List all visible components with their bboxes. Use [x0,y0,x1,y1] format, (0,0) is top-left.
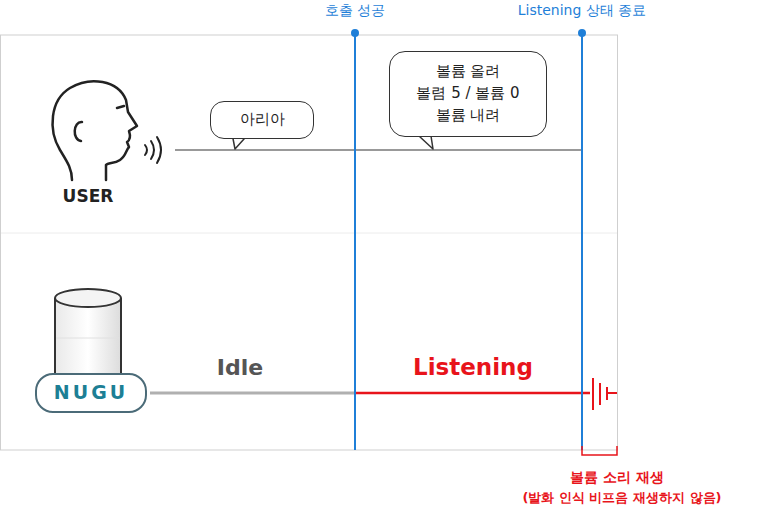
bubble-tail [419,136,433,149]
listening-line [355,392,590,395]
range-bracket [582,446,617,455]
state-label: Idle [217,355,263,380]
idle-line [150,392,355,395]
time-markers [351,29,586,450]
marker-label: 호출 성공 [325,2,385,20]
state-label: Listening [413,354,533,380]
node-text: 볼렴 5 / 볼륨 0 [416,83,519,105]
stop-symbol [593,378,617,410]
node-text: 아리아 [240,109,285,131]
note-text: (발화 인식 비프음 재생하지 않음) [523,489,722,507]
bubble-tail [233,138,245,149]
nugu-device [55,289,121,376]
panel [1,35,618,450]
node-text: NUGU [54,379,128,407]
node-text: 볼륨 내려 [436,105,501,127]
marker-label: Listening 상태 종료 [518,2,647,20]
row-divider [1,233,617,234]
speech-bubble: 볼륨 올려볼렴 5 / 볼륨 0볼륨 내려 [389,51,547,137]
node-text: 볼륨 올려 [436,61,501,83]
actor-label: USER [63,186,114,206]
speech-bubble: 아리아 [210,101,314,139]
sound-waves [145,137,161,163]
note-text: 볼륨 소리 재생 [570,469,664,487]
device-badge: NUGU [35,373,147,413]
user-timeline [175,149,582,151]
user-head [53,81,137,180]
